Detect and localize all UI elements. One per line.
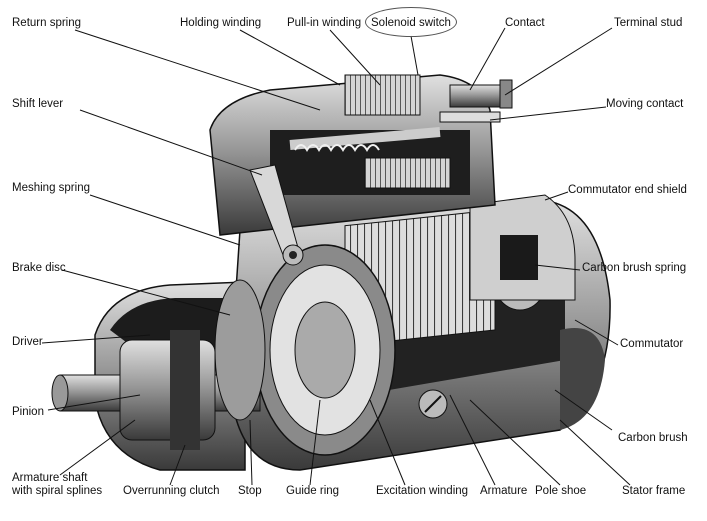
label-excitation-winding: Excitation winding xyxy=(376,485,469,497)
label-armature-shaft: Armature shaft xyxy=(12,472,88,484)
label-pinion: Pinion xyxy=(12,406,44,418)
solenoid-switch-highlight-ring xyxy=(365,7,457,37)
label-shift-lever: Shift lever xyxy=(12,98,64,110)
label-guide-ring: Guide ring xyxy=(286,485,340,497)
label-solenoid-switch: Solenoid switch xyxy=(371,17,451,29)
label-armature: Armature xyxy=(480,485,528,497)
label-contact: Contact xyxy=(505,17,545,29)
label-stop: Stop xyxy=(238,485,262,497)
label-pull-in-winding: Pull-in winding xyxy=(287,17,362,29)
armature-shaft xyxy=(51,279,266,450)
label-pole-shoe: Pole shoe xyxy=(535,485,587,497)
label-driver: Driver xyxy=(12,336,43,348)
label-commutator-end-shield: Commutator end shield xyxy=(568,184,687,196)
label-return-spring: Return spring xyxy=(12,17,82,29)
label-overrunning-clutch: Overrunning clutch xyxy=(123,485,220,497)
shift-lever xyxy=(249,164,304,266)
label-holding-winding: Holding winding xyxy=(180,17,262,29)
commutator-end-shield xyxy=(469,194,576,301)
leader-lines xyxy=(41,27,631,486)
label-armature-shaft-line2: with spiral splines xyxy=(12,485,103,497)
solenoid-switch xyxy=(209,74,513,236)
label-stator-frame: Stator frame xyxy=(622,485,686,497)
label-moving-contact: Moving contact xyxy=(606,98,684,110)
label-commutator: Commutator xyxy=(620,338,684,350)
label-meshing-spring: Meshing spring xyxy=(12,182,90,194)
label-terminal-stud: Terminal stud xyxy=(614,17,683,29)
label-brake-disc: Brake disc xyxy=(12,262,66,274)
label-carbon-brush: Carbon brush xyxy=(618,432,688,444)
label-carbon-brush-spring: Carbon brush spring xyxy=(582,262,687,274)
